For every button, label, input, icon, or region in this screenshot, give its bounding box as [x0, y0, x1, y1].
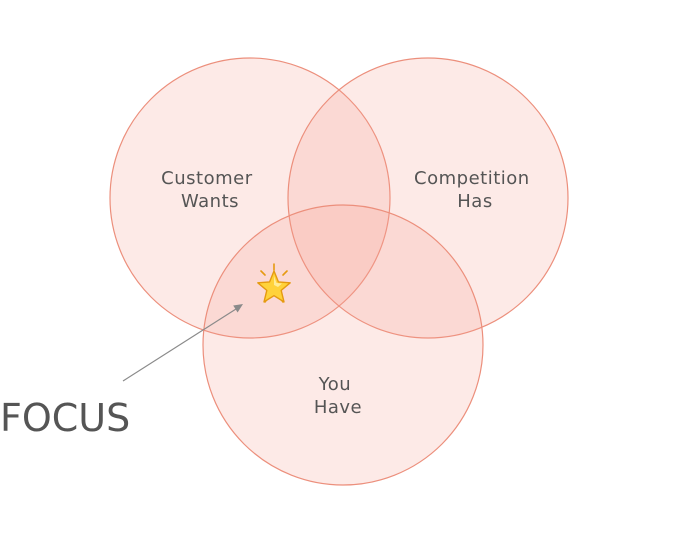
- competition-has-label-line2: Has: [457, 191, 492, 212]
- customer-wants-circle: [109, 57, 391, 339]
- focus-label: FOCUS: [0, 396, 130, 440]
- you-have-label-line1: You: [318, 374, 352, 395]
- customer-wants-label-line1: Customer: [161, 168, 253, 189]
- competition-has-circle: [287, 57, 569, 339]
- you-have-circle: [202, 204, 484, 486]
- focus-arrowhead: [233, 304, 243, 313]
- focus-pointer-line: [122, 308, 237, 382]
- customer-wants-label: Customer Wants: [161, 168, 259, 212]
- competition-has-label: Competition Has: [414, 168, 536, 212]
- competition-has-label-line1: Competition: [414, 168, 530, 189]
- star-icon: [257, 263, 291, 303]
- you-have-label-line2: Have: [314, 397, 362, 418]
- you-have-label: You Have: [314, 374, 362, 418]
- customer-wants-label-line2: Wants: [181, 191, 239, 212]
